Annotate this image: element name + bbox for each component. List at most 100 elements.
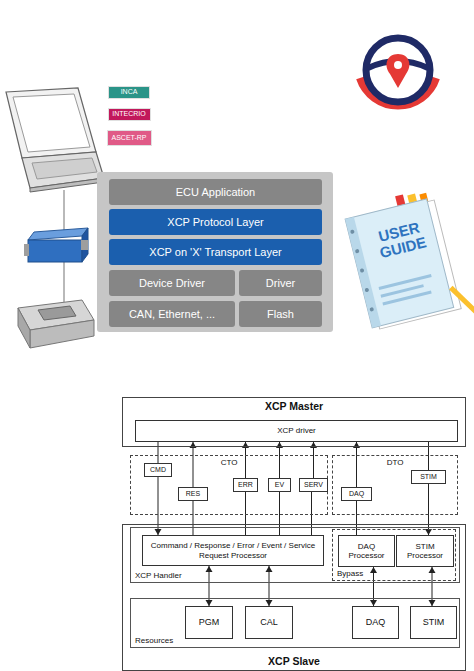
node-label: ASCET-RP [109,134,148,142]
laptop-part [32,158,97,179]
node-label: Device Driver [137,277,207,290]
system-frame: XCP Slave XCP HandlerCommand / Response /… [122,524,466,671]
connector-arrow [279,492,280,535]
dashed-group: DTO DAQ STIM [332,455,458,515]
user-guide-book-part [350,229,355,234]
connector-line [158,442,159,463]
connector-line [311,492,312,535]
connector-arrow [353,442,360,487]
user-guide-book-part [379,274,432,290]
node-label: XCP driver [275,426,318,435]
ecu-board [18,300,94,348]
node-label: STIM [421,617,447,627]
interface-device-part [82,228,88,262]
brand-logo-part [366,38,430,102]
arrow-head [353,442,360,448]
ecu-board-part [38,306,76,320]
node-label: DAQ Processor [339,542,394,560]
group-title: DTO [383,456,408,469]
connector-arrow [276,442,283,478]
layer-box: Flash [239,301,322,327]
process-box: DAQ Processor [338,535,395,567]
resource-box: CAL [245,606,293,639]
message-box: ERR [233,478,258,492]
connector-arrow [310,442,317,478]
laptop-part [6,88,96,158]
brand-logo-part [394,61,402,69]
layer-panel [97,172,333,332]
region-box: XCP HandlerCommand / Response / Error / … [130,527,460,583]
process-box: Command / Response / Error / Event / Ser… [142,535,324,566]
node-label: CAL [258,617,280,627]
node-label: SERV [302,481,325,489]
node-label: INTECRIO [110,110,147,118]
brand-logo-part [387,54,410,88]
dashed-group: CTO CMD RES ERR EV SERV [130,455,328,515]
node-label: Driver [264,277,297,290]
user-guide-book-part [345,199,454,328]
connector-arrow [245,492,246,535]
layer-panel-part [97,172,333,332]
node-label: CMD [148,466,168,474]
group-title: XCP Slave [264,655,324,670]
node-label: EV [273,481,286,489]
system-frame: XCP MasterXCP driver [122,397,466,447]
node-label: XCP Protocol Layer [165,216,265,229]
user-guide-book [343,183,474,344]
laptop-part [30,178,104,192]
node-label: ECU Application [174,186,258,199]
interface-device [24,228,88,262]
arrow-head [370,567,377,573]
node-label: PGM [197,617,222,627]
interface-device-part [24,244,29,256]
wire-part [63,190,64,230]
connector-arrow [158,442,159,463]
connector-arrow [206,566,213,606]
node-label: STIM [418,473,439,481]
connector-line [279,492,280,535]
message-box: SERV [299,478,328,492]
region-box: Resources PGM CAL DAQ STIM [130,598,460,648]
connector-arrow [429,567,436,606]
connector-arrow [242,442,249,478]
message-box: RES [178,487,208,501]
layer-box: XCP on 'X' Transport Layer [109,239,322,265]
group-title: CTO [217,456,242,469]
node-label: STIM Processor [397,542,453,560]
message-box: DAQ [341,487,372,501]
user-guide-book-part [451,283,474,319]
connector-arrow [190,442,197,487]
connector-line [193,501,194,535]
message-box: EV [268,478,291,492]
interface-device-part [28,228,88,240]
ecu-board-part [30,320,94,348]
laptop [6,88,104,192]
node-label: ERR [236,481,255,489]
software-tag: ASCET-RP [107,130,152,146]
arrow-head [276,442,283,448]
node-label: Command / Response / Error / Event / Ser… [143,541,323,559]
node-label: DAQ [364,617,388,627]
node-label: DAQ [347,490,366,498]
connector-line [193,442,194,487]
node-label: Flash [265,308,296,321]
group-title: XCP Master [261,398,327,414]
arrow-head [266,566,273,572]
connector-arrow [311,492,312,535]
layer-box: Driver [239,270,322,296]
group-title: Resources [131,636,177,647]
software-tag: INCA [108,86,150,99]
connector-arrow [266,566,273,606]
resource-box: DAQ [352,606,399,639]
software-tag: INTECRIO [108,108,151,121]
node-label: RES [184,490,202,498]
connector-line [245,492,246,535]
node-label: XCP on 'X' Transport Layer [147,246,283,259]
arrow-head [206,566,213,572]
ecu-board-part [18,308,30,348]
arrow-head [190,442,197,448]
brand-logo [360,38,436,106]
node-label: INCA [119,88,140,96]
